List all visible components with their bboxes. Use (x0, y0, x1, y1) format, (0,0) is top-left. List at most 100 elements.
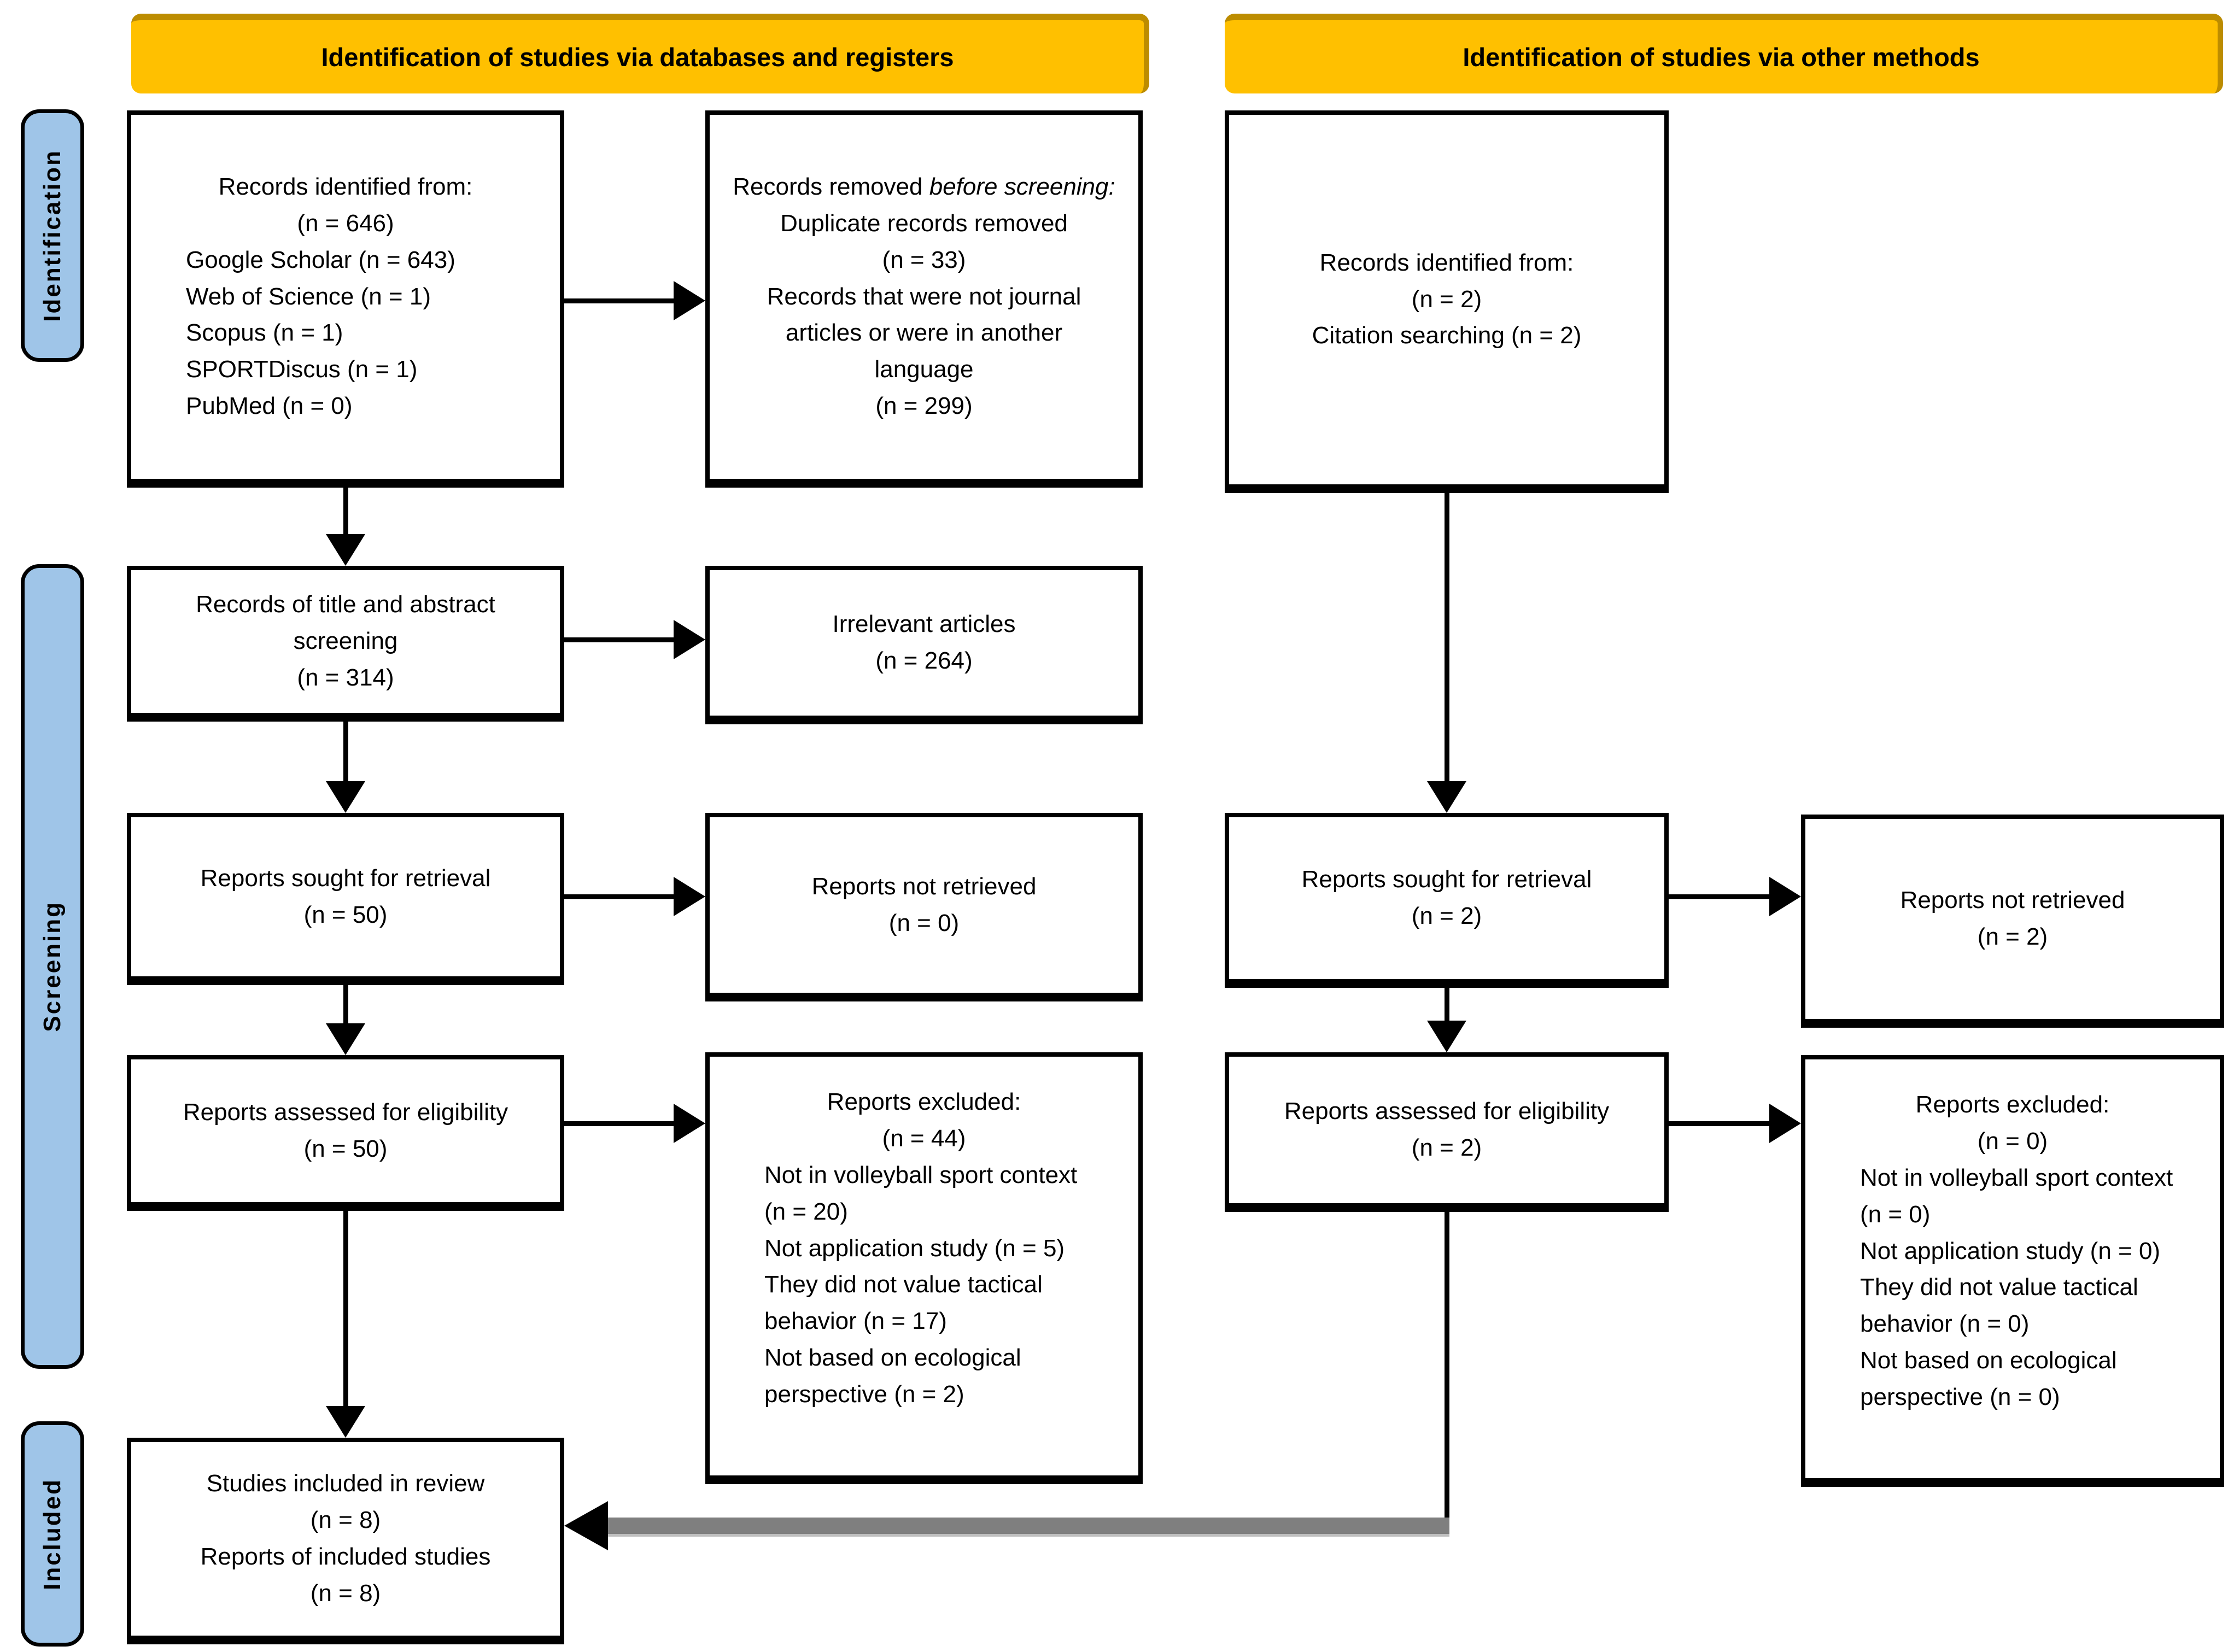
box-reports-assessed-databases: Reports assessed for eligibility (n = 50) (127, 1055, 564, 1211)
box-text-line: (n = 264) (875, 647, 973, 674)
box-reports-not-retrieved-other-methods: Reports not retrieved (n = 2) (1801, 815, 2224, 1028)
arrow-screening-to-irrelevant-line (564, 637, 674, 642)
box-text-line: Studies included in review (206, 1470, 485, 1497)
box-text-line: Scopus (n = 1) (186, 319, 343, 347)
box-text-line: Records identified from: (1319, 249, 1574, 276)
box-text-line: (n = 2) (1411, 903, 1482, 929)
box-text-line: perspective (n = 0) (1860, 1384, 2060, 1410)
box-text-line: Duplicate records removed (780, 209, 1068, 237)
box-text-line: Reports sought for retrieval (1301, 866, 1592, 893)
box-text-line: Reports not retrieved (1900, 887, 2125, 914)
arrow-identified-to-removed-line (564, 298, 674, 303)
box-text-line: (n = 0) (888, 909, 960, 936)
box-text-line: PubMed (n = 0) (186, 393, 353, 420)
arrow-sought-to-assessed-line (343, 985, 348, 1023)
box-text-line: They did not value tactical (1860, 1274, 2138, 1301)
box-text-line: Not application study (n = 0) (1860, 1237, 2161, 1264)
arrow-assessed-to-excluded-line (564, 1121, 674, 1126)
arrow-other-identified-to-sought-head (1427, 781, 1466, 813)
box-text-line: screening (293, 628, 398, 655)
box-text-line: (n = 646) (297, 209, 394, 237)
box-text-line: Records of title and abstract (196, 591, 495, 618)
box-text-line: Web of Science (n = 1) (186, 283, 431, 310)
phase-identification-text: Identification (39, 149, 66, 322)
box-text-line: They did not value tactical (764, 1271, 1043, 1298)
box-reports-excluded-databases: Reports excluded:(n = 44)Not in volleyba… (705, 1052, 1143, 1484)
box-text-line: (n = 0) (1977, 1127, 2048, 1155)
box-text-line: behavior (n = 0) (1860, 1310, 2030, 1338)
connector-other-to-included-gray-line (596, 1518, 1449, 1537)
box-text-line: Irrelevant articles (832, 611, 1016, 638)
box-text-line: Records identified from: (218, 173, 473, 200)
box-reports-not-retrieved-databases: Reports not retrieved (n = 0) (705, 813, 1143, 1001)
arrow-identified-to-screening-line (343, 488, 348, 534)
arrow-other-sought-to-assessed-head (1427, 1021, 1466, 1052)
box-text-line: Not in volleyball sport context (1860, 1164, 2173, 1191)
arrow-other-identified-to-sought-line (1445, 493, 1449, 781)
box-text-line: (n = 20) (764, 1198, 848, 1225)
box-text-line: (n = 2) (1411, 285, 1482, 313)
box-text-line: (n = 44) (882, 1124, 966, 1152)
arrow-assessed-to-included-line (343, 1211, 348, 1406)
box-records-removed-before-screening: Records removed before screening: Duplica… (705, 110, 1143, 488)
arrow-assessed-to-included-head (326, 1406, 365, 1438)
arrow-other-assessed-to-excluded-line (1669, 1121, 1769, 1126)
box-text-line: Reports of included studies (200, 1543, 491, 1570)
box-text-line: (n = 299) (875, 393, 973, 420)
box-studies-included: Studies included in review (n = 8) Reports… (127, 1438, 564, 1644)
box-text-line: Records removed before screening: (733, 173, 1115, 200)
box-text-line: (n = 8) (310, 1579, 381, 1607)
phase-screening-text: Screening (39, 901, 66, 1032)
box-text-line: (n = 50) (303, 901, 388, 928)
box-reports-assessed-other-methods: Reports assessed for eligibility(n = 2) (1225, 1052, 1669, 1212)
box-text-line: (n = 314) (297, 664, 394, 691)
box-text-line: SPORTDiscus (n = 1) (186, 356, 418, 383)
box-records-identified-other-methods: Records identified from:(n = 2)Citation … (1225, 110, 1669, 493)
arrow-identified-to-screening-head (326, 534, 365, 566)
box-text-line: Reports assessed for eligibility (183, 1098, 508, 1126)
box-text-line: (n = 2) (1411, 1134, 1482, 1161)
banner-databases-registers: Identification of studies via databases … (131, 14, 1149, 93)
arrow-other-assessed-to-excluded-head (1769, 1104, 1801, 1143)
box-text-line: (n = 50) (303, 1135, 388, 1162)
box-title-abstract-screening: Records of title and abstract screening (n… (127, 566, 564, 722)
box-text-line: Not based on ecological (1860, 1347, 2117, 1374)
box-text-line: (n = 8) (310, 1507, 381, 1534)
banner-other-methods: Identification of studies via other meth… (1225, 14, 2223, 93)
connector-other-assessed-down-line (1445, 1212, 1449, 1534)
box-text-line: perspective (n = 2) (764, 1381, 964, 1408)
arrow-screening-to-sought-line (343, 722, 348, 781)
box-text-line: Records that were not journal (767, 283, 1081, 310)
box-text-line: Not based on ecological (764, 1344, 1021, 1372)
phase-label-included: Included (21, 1421, 84, 1647)
box-reports-sought-other-methods: Reports sought for retrieval (n = 2) (1225, 813, 1669, 988)
box-text-line: Reports excluded: (1915, 1091, 2110, 1118)
arrow-screening-to-irrelevant-head (674, 620, 705, 659)
arrow-other-sought-to-notretrieved-line (1669, 894, 1769, 899)
box-text-line: Not application study (n = 5) (764, 1234, 1065, 1262)
arrow-sought-to-notretrieved-head (674, 877, 705, 916)
box-text-line: Not in volleyball sport context (764, 1161, 1078, 1188)
box-reports-excluded-other-methods: Reports excluded: (n = 0) Not in volleybal… (1801, 1055, 2224, 1487)
banner-databases-label: Identification of studies via databases … (321, 42, 954, 72)
phase-label-screening: Screening (21, 564, 84, 1369)
arrow-screening-to-sought-head (326, 781, 365, 813)
box-irrelevant-articles: Irrelevant articles (n = 264) (705, 566, 1143, 724)
connector-other-to-included-head (564, 1501, 608, 1550)
phase-label-identification: Identification (21, 109, 84, 362)
arrow-sought-to-assessed-head (326, 1023, 365, 1055)
box-text-line: Google Scholar (n = 643) (186, 246, 455, 273)
box-text-line: (n = 2) (1977, 923, 2048, 950)
box-text-line: (n = 33) (882, 246, 966, 273)
box-text-line: Reports not retrieved (811, 872, 1037, 900)
arrow-other-sought-to-assessed-line (1445, 988, 1449, 1021)
box-text-line: articles or were in another (785, 319, 1063, 347)
arrow-other-sought-to-notretrieved-head (1769, 877, 1801, 916)
arrow-identified-to-removed-head (674, 281, 705, 320)
box-reports-sought-databases: Reports sought for retrieval (n = 50) (127, 813, 564, 985)
box-text-line: behavior (n = 17) (764, 1308, 947, 1335)
box-text-line: Reports sought for retrieval (200, 864, 491, 892)
banner-other-methods-label: Identification of studies via other meth… (1463, 42, 1980, 72)
box-text-line: language (874, 356, 974, 383)
